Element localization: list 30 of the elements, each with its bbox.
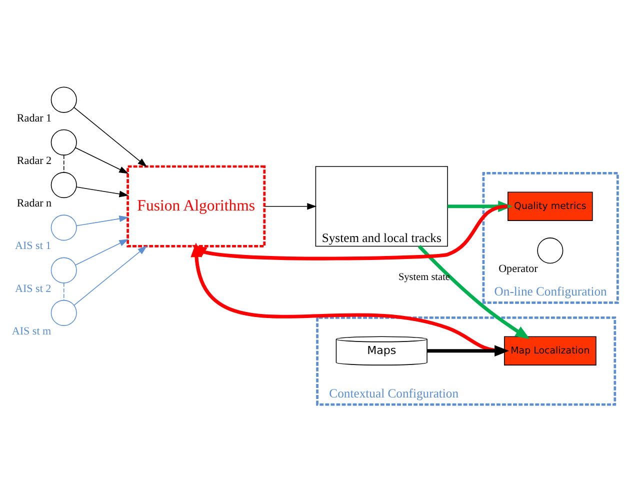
connector xyxy=(63,154,64,173)
arrow xyxy=(74,107,148,168)
node-circle xyxy=(50,86,77,113)
arrow xyxy=(264,203,317,210)
node-box: Fusion Algorithms xyxy=(126,165,266,248)
node-circle xyxy=(50,214,77,241)
arrow xyxy=(418,245,530,340)
node-circle xyxy=(50,300,77,326)
arrow xyxy=(427,345,510,357)
arrow xyxy=(74,246,148,306)
node-circle xyxy=(50,129,77,156)
arrow xyxy=(76,215,129,226)
node-circle xyxy=(50,257,77,284)
node-label: Operator xyxy=(498,263,538,276)
node-label: Radar 1 xyxy=(16,112,52,124)
node-label: Radar 2 xyxy=(16,154,52,167)
connector xyxy=(63,282,64,301)
node-label: AIS st m xyxy=(12,325,52,338)
node-circle xyxy=(50,172,77,198)
arrow xyxy=(76,186,129,198)
node-circle xyxy=(537,238,564,264)
node-label: AIS st 1 xyxy=(14,240,52,252)
node-label: AIS st 2 xyxy=(14,282,52,295)
node-box: Quality metrics xyxy=(508,192,593,221)
node-label: Radar n xyxy=(16,198,52,210)
arrow xyxy=(75,239,129,266)
node-box: Map Localization xyxy=(504,336,596,366)
node-box: System and local tracks xyxy=(315,166,448,247)
arrow xyxy=(75,147,129,174)
edge-label: System state xyxy=(398,272,450,284)
